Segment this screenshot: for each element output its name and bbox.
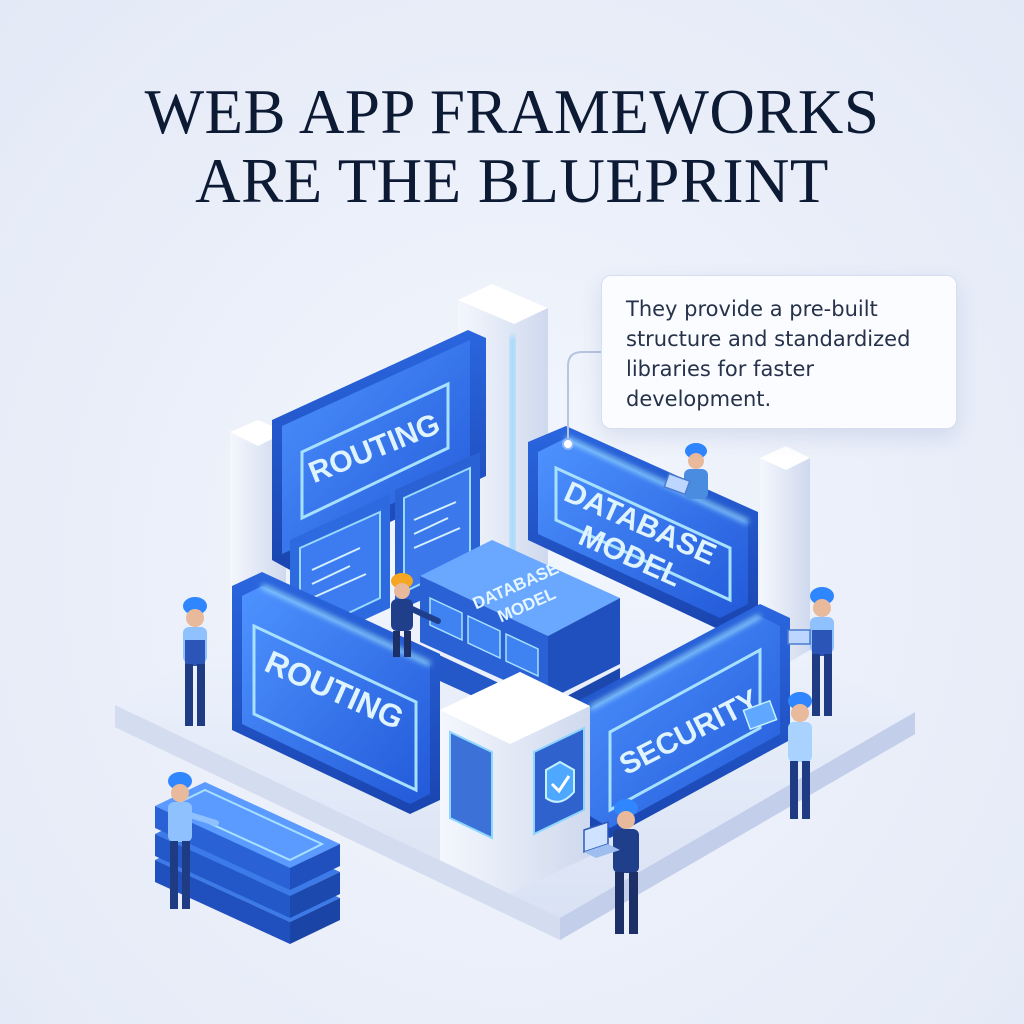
title-line-1: WEB APP FRAMEWORKS xyxy=(144,77,880,147)
worker-blocks xyxy=(168,772,219,909)
title-line-2: ARE THE BLUEPRINT xyxy=(195,146,829,216)
page-title: WEB APP FRAMEWORKS ARE THE BLUEPRINT xyxy=(0,78,1024,216)
pillar-right xyxy=(760,446,810,664)
worker-right-edge xyxy=(787,587,834,716)
callout-text: They provide a pre-built structure and s… xyxy=(626,297,911,411)
routing-front-panel: ROUTING xyxy=(232,572,440,814)
security-panel: SECURITY xyxy=(580,604,790,838)
worker-left xyxy=(183,597,207,726)
worker-top-right xyxy=(663,443,708,499)
routing-back-panel: ROUTING xyxy=(272,330,486,570)
worker-laptop xyxy=(583,799,639,934)
laptop-icon xyxy=(583,820,620,858)
server-tower xyxy=(440,672,590,894)
info-callout: They provide a pre-built structure and s… xyxy=(601,275,957,429)
worker-center xyxy=(391,573,441,657)
shield-icon xyxy=(545,760,575,803)
worker-security xyxy=(742,692,812,819)
callout-connector xyxy=(567,351,601,442)
